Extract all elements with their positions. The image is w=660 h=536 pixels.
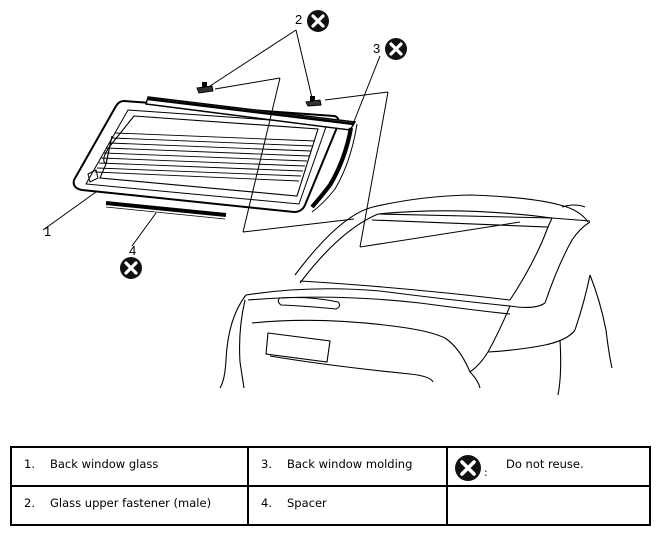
symbol-colon: :: [484, 466, 488, 479]
symbol-note: Do not reuse.: [506, 457, 584, 471]
glass-upper-fastener-right: [305, 96, 322, 107]
back-window-molding: [145, 96, 358, 213]
legend-item-4: 4. Spacer: [247, 485, 448, 526]
legend-label: Back window glass: [50, 457, 159, 471]
legend-num: 2.: [24, 496, 35, 510]
callout-3: 3: [373, 41, 380, 56]
legend-label: Back window molding: [287, 457, 413, 471]
car-body: [219, 194, 613, 396]
spacer: [105, 201, 227, 220]
legend-num: 1.: [24, 457, 35, 471]
legend-label: Glass upper fastener (male): [50, 496, 212, 510]
do-not-reuse-icon: [383, 36, 409, 62]
callout-1: 1: [44, 224, 51, 239]
do-not-reuse-icon: [455, 455, 481, 481]
high-mount-stop-lamp: [277, 297, 341, 310]
legend-item-2: 2. Glass upper fastener (male): [10, 485, 249, 526]
do-not-reuse-icon: [118, 255, 144, 281]
legend-item-3: 3. Back window molding: [247, 446, 448, 487]
legend-empty-cell: [446, 485, 651, 526]
license-plate-recess: [265, 332, 331, 363]
back-window-exploded-diagram: 2 3 1 4: [42, 8, 613, 396]
legend-item-1: 1. Back window glass: [10, 446, 249, 487]
defroster-grid: [94, 132, 316, 182]
glass-upper-fastener-left: [196, 82, 214, 94]
legend-table: 1. Back window glass 3. Back window moldin…: [10, 446, 651, 526]
legend-symbol-key: : Do not reuse.: [446, 446, 651, 487]
legend-row: 2. Glass upper fastener (male) 4. Spacer: [10, 485, 651, 526]
callout-2: 2: [295, 12, 302, 27]
legend-row: 1. Back window glass 3. Back window moldin…: [10, 446, 651, 487]
callout-4: 4: [129, 243, 136, 258]
legend-label: Spacer: [287, 496, 327, 510]
do-not-reuse-icon: [305, 8, 331, 34]
legend-num: 4.: [261, 496, 272, 510]
legend-num: 3.: [261, 457, 272, 471]
